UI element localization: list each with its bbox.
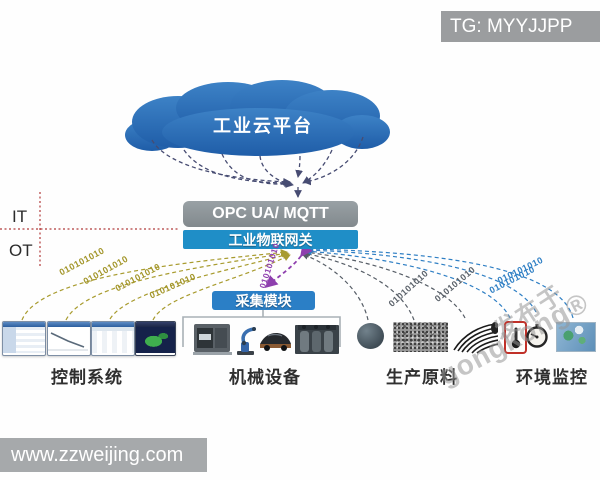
car-image [258,328,293,358]
it-ot-boundary-lines [0,192,180,268]
window-titlebar [3,322,45,327]
raw-material-ball-image [357,323,384,349]
gateway-collector-link [264,243,313,289]
cloud-shape [125,80,390,156]
industrial-equipment-image [295,322,339,361]
ot-zone-label: OT [9,241,33,260]
window-titlebar [136,322,175,327]
site-badge: www.zzweijing.com [0,438,207,472]
control-screen-scada-map [135,321,176,356]
tg-badge: TG: MYYJJPP [441,11,600,42]
cnc-machine-image [193,322,232,361]
robot-arm-image [233,323,258,361]
group-label-control-systems: 控制系统 [51,368,123,387]
raw-material-granules-image [393,322,448,352]
trend-line [48,332,88,351]
satellite-map-image [556,322,596,352]
gateway-box: 工业物联网关 [183,230,358,249]
window-titlebar [48,322,90,327]
thermometer-icon [504,321,527,354]
control-screen-table [91,321,135,356]
cloud-platform-label: 工业云平台 [213,116,313,136]
collector-bracket [182,310,341,347]
cables-image [450,320,499,359]
control-system-links [21,249,291,321]
cloud-to-gateway-links [151,136,364,198]
group-label-environment-monitoring: 环境监控 [516,368,588,387]
window-titlebar [92,322,134,327]
control-screen-trend [47,321,91,356]
raw-material-links [301,249,466,321]
collector-box: 采集模块 [212,291,315,310]
it-zone-label: IT [12,207,28,226]
group-label-machinery: 机械设备 [229,368,301,387]
environment-links [304,245,574,319]
gauge-icon [525,324,549,353]
control-screen-hmi [2,321,46,356]
protocol-box: OPC UA/ MQTT [183,201,358,227]
group-label-raw-materials: 生产原料 [386,368,458,387]
